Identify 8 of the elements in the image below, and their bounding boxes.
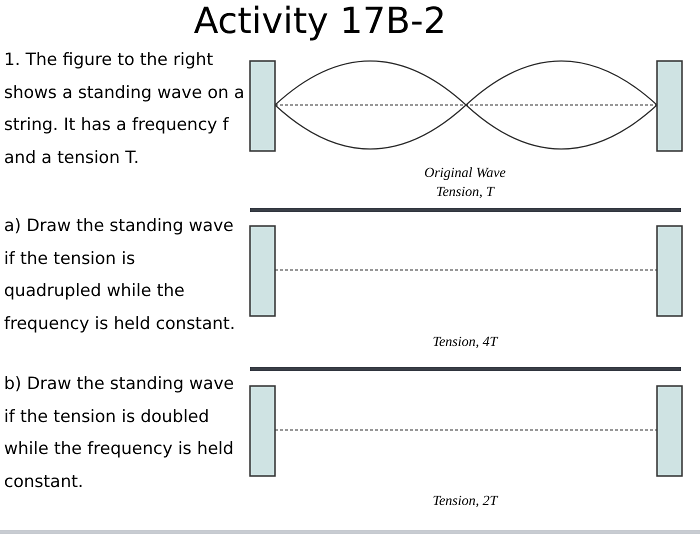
question-text: 1. The figure to the right shows a standing wave on a string. It has a frequency f and a tension T. — [4, 49, 246, 170]
panel-caption: Original Wave — [423, 165, 507, 183]
panel-caption: Tension, T — [435, 184, 496, 202]
question-text: b) Draw the standing wave if the tension is doubled while the frequency is held constant. — [4, 373, 235, 494]
title: Activity 17B-2 — [192, 0, 448, 44]
panel-caption: Tension, 4T — [432, 334, 500, 352]
question-text: a) Draw the standing wave if the tension is quadrupled while the frequency is held constant. — [4, 215, 236, 336]
panel-caption: Tension, 2T — [432, 493, 500, 511]
